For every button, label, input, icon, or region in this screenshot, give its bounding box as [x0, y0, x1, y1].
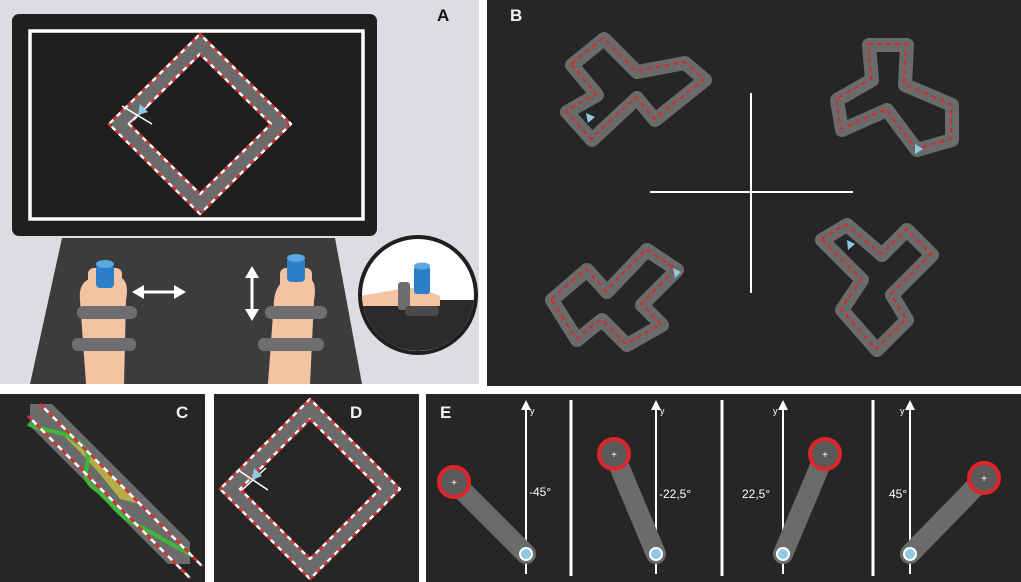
panel-b: B: [487, 0, 1021, 386]
target-circle: [967, 461, 1001, 495]
cursor-icon: [915, 144, 923, 154]
panel-d-illustration: [214, 394, 419, 582]
track-bottom-left: [545, 243, 684, 352]
reach-panel-1: y + -45°: [437, 400, 551, 574]
panel-a-label: A: [437, 6, 450, 25]
panel-d-label: D: [350, 403, 363, 422]
workspace-frame: [28, 29, 365, 221]
angle-label: -22,5°: [659, 487, 691, 501]
y-axis-label: y: [773, 406, 778, 416]
target-circle: [437, 465, 471, 499]
horizontal-arrow-icon: [132, 285, 186, 299]
panel-a-illustration: [0, 0, 479, 384]
cursor-icon: [237, 467, 269, 491]
panel-b-illustration: [487, 0, 1021, 386]
svg-text:+: +: [822, 450, 828, 461]
reach-panel-4: y + 45°: [889, 400, 1001, 574]
cursor-icon: [121, 103, 153, 125]
y-axis-label: y: [900, 406, 905, 416]
panel-c-label: C: [176, 403, 189, 422]
panel-e-illustration: y + -45° y + -22,5° y + 22,5°: [426, 394, 1021, 582]
cursor-icon: [586, 113, 595, 123]
panel-a: A: [0, 0, 479, 384]
monitor: [12, 14, 377, 236]
angle-label: 45°: [889, 487, 907, 501]
error-area: [60, 432, 140, 504]
right-arm: [258, 254, 327, 384]
diamond-track: [218, 397, 402, 581]
angle-label: -45°: [529, 485, 551, 499]
start-circle: [776, 547, 790, 561]
y-axis-label: y: [660, 406, 665, 416]
track-top-left: [560, 32, 712, 147]
angle-label: 22,5°: [742, 487, 770, 501]
vertical-arrow-icon: [245, 266, 259, 321]
start-circle: [903, 547, 917, 561]
svg-text:+: +: [451, 478, 457, 489]
target-circle: [597, 437, 631, 471]
start-circle: [649, 547, 663, 561]
track-bottom-right: [815, 218, 939, 357]
y-axis-label: y: [530, 406, 535, 416]
left-arm: [72, 260, 137, 384]
track-top-right: [830, 38, 959, 157]
target-circle: [808, 437, 842, 471]
cursor-trajectory: [27, 422, 191, 556]
reach-panel-2: y + -22,5°: [597, 400, 691, 574]
svg-text:+: +: [981, 474, 987, 485]
cursor-icon: [673, 268, 681, 278]
panel-c-illustration: [0, 394, 205, 582]
panel-b-label: B: [510, 6, 523, 25]
svg-text:+: +: [611, 450, 617, 461]
handle-icon: [287, 258, 305, 282]
start-circle: [519, 547, 533, 561]
panel-c: C: [0, 394, 205, 582]
handle-icon: [96, 264, 114, 288]
panel-e: y + -45° y + -22,5° y + 22,5°: [426, 394, 1021, 582]
cursor-icon: [847, 240, 855, 250]
reach-panel-3: y + 22,5°: [742, 400, 842, 574]
panel-d: D: [214, 394, 419, 582]
panel-e-label: E: [440, 403, 452, 422]
